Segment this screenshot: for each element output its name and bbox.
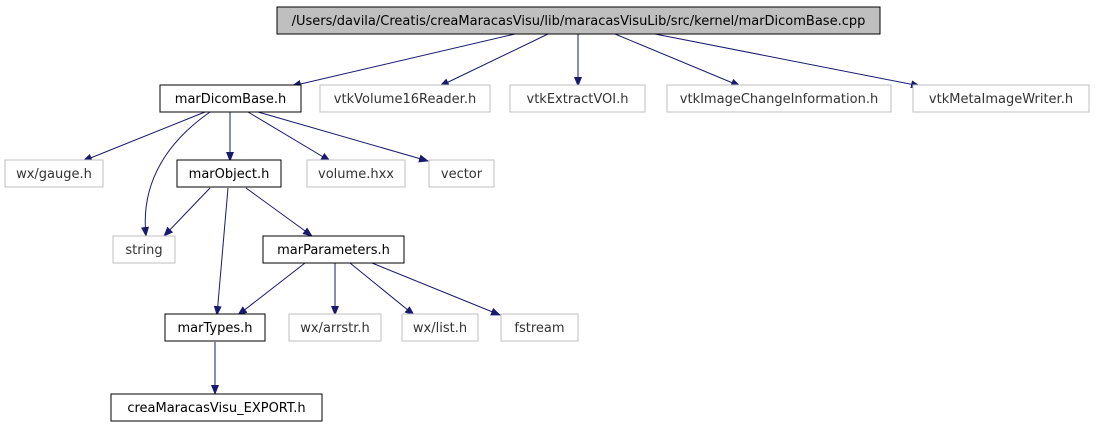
node-vector-label: vector (441, 167, 483, 182)
edge-marParameters-to-wx-list (349, 262, 415, 316)
node-marTypes-h-label: marTypes.h (178, 321, 253, 336)
node-vector-box[interactable] (428, 159, 495, 188)
node-fstream-label: fstream (514, 321, 564, 336)
node-wx-gauge-h-box[interactable] (4, 159, 104, 188)
edge-root-to-vtkVolume16Reader (439, 33, 549, 87)
node-root-marDicomBase-cpp-label: /Users/davila/Creatis/creaMaracasVisu/li… (292, 14, 866, 29)
edge-marParameters-to-marTypes (237, 262, 306, 316)
node-marObject-h-box[interactable] (176, 159, 282, 188)
node-string-label: string (125, 243, 162, 258)
node-volume-hxx-box[interactable] (306, 159, 406, 188)
node-fstream[interactable]: fstream (500, 313, 579, 342)
node-volume-hxx[interactable]: volume.hxx (306, 159, 406, 188)
node-fstream-box[interactable] (500, 313, 579, 342)
node-marParameters-h-box[interactable] (262, 235, 405, 264)
edge-marDicomBase-to-vector (257, 111, 429, 163)
node-marDicomBase-h[interactable]: marDicomBase.h (159, 84, 302, 113)
node-marDicomBase-h-box[interactable] (159, 84, 302, 113)
node-creaMaracasVisu-EXPORT-h[interactable]: creaMaracasVisu_EXPORT.h (110, 393, 323, 422)
edge-marObject-to-marTypes (213, 187, 229, 316)
node-wx-arrstr-h-box[interactable] (288, 313, 382, 342)
node-vtkExtractVOI-h-label: vtkExtractVOI.h (527, 92, 629, 107)
node-root-marDicomBase-cpp[interactable]: /Users/davila/Creatis/creaMaracasVisu/li… (276, 6, 881, 35)
node-marDicomBase-h-label: marDicomBase.h (175, 92, 286, 107)
node-volume-hxx-label: volume.hxx (318, 167, 394, 182)
node-marTypes-h[interactable]: marTypes.h (164, 313, 266, 342)
graph-nodes: /Users/davila/Creatis/creaMaracasVisu/li… (4, 6, 1090, 422)
edge-root-to-marDicomBase (291, 33, 516, 88)
node-wx-list-h-box[interactable] (401, 313, 479, 342)
node-wx-arrstr-h-label: wx/arrstr.h (300, 321, 370, 336)
node-root-marDicomBase-cpp-box[interactable] (276, 6, 881, 35)
node-vtkVolume16Reader-h-box[interactable] (319, 84, 491, 113)
edge-marDicomBase-to-volume-hxx (247, 111, 331, 162)
edge-marObject-to-string (163, 187, 211, 237)
node-marParameters-h[interactable]: marParameters.h (262, 235, 405, 264)
node-string-box[interactable] (112, 235, 176, 264)
node-vector[interactable]: vector (428, 159, 495, 188)
edge-marDicomBase-to-wx-gauge (82, 111, 206, 162)
edge-marObject-to-marParameters (245, 187, 313, 237)
node-wx-arrstr-h[interactable]: wx/arrstr.h (288, 313, 382, 342)
node-string[interactable]: string (112, 235, 176, 264)
node-vtkImageChangeInformation-h[interactable]: vtkImageChangeInformation.h (666, 84, 892, 113)
node-vtkVolume16Reader-h-label: vtkVolume16Reader.h (334, 92, 476, 107)
edge-root-to-vtkMetaImageWriter (654, 33, 921, 89)
node-vtkImageChangeInformation-h-box[interactable] (666, 84, 892, 113)
node-marParameters-h-label: marParameters.h (277, 243, 390, 258)
edge-marDicomBase-to-string (141, 111, 211, 237)
dependency-edges (82, 33, 921, 395)
node-vtkMetaImageWriter-h[interactable]: vtkMetaImageWriter.h (912, 84, 1090, 113)
node-wx-list-h[interactable]: wx/list.h (401, 313, 479, 342)
node-wx-list-h-label: wx/list.h (413, 321, 467, 336)
edge-root-to-vtkImageChangeInformation (614, 33, 741, 87)
node-creaMaracasVisu-EXPORT-h-box[interactable] (110, 393, 323, 422)
node-vtkExtractVOI-h-box[interactable] (509, 84, 646, 113)
node-wx-gauge-h[interactable]: wx/gauge.h (4, 159, 104, 188)
node-vtkVolume16Reader-h[interactable]: vtkVolume16Reader.h (319, 84, 491, 113)
node-marObject-h-label: marObject.h (189, 167, 270, 182)
node-vtkMetaImageWriter-h-box[interactable] (912, 84, 1090, 113)
node-creaMaracasVisu-EXPORT-h-label: creaMaracasVisu_EXPORT.h (127, 401, 305, 416)
node-marObject-h[interactable]: marObject.h (176, 159, 282, 188)
node-marTypes-h-box[interactable] (164, 313, 266, 342)
node-vtkExtractVOI-h[interactable]: vtkExtractVOI.h (509, 84, 646, 113)
edge-marParameters-to-fstream (371, 262, 501, 316)
node-vtkImageChangeInformation-h-label: vtkImageChangeInformation.h (680, 92, 878, 107)
node-vtkMetaImageWriter-h-label: vtkMetaImageWriter.h (929, 92, 1073, 107)
node-wx-gauge-h-label: wx/gauge.h (16, 167, 92, 182)
